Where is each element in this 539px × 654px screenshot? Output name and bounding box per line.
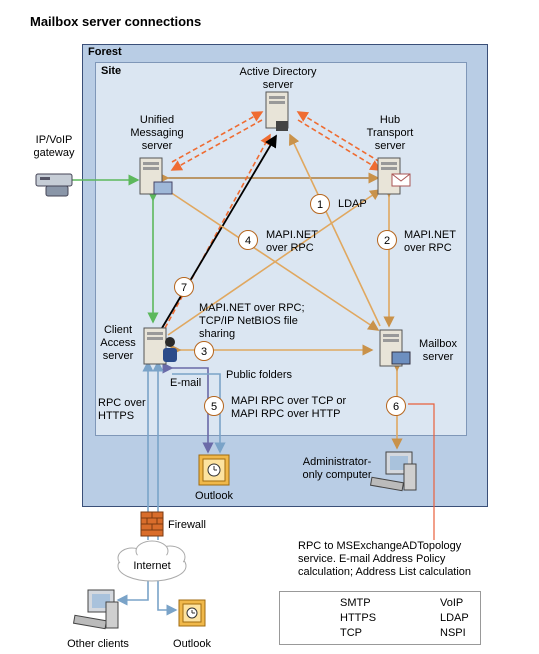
mapi-cas-hub	[167, 189, 382, 336]
legend-tcp: TCP	[340, 627, 362, 639]
mapi-um-mailbox	[169, 191, 380, 331]
public-folders-label: Public folders	[226, 369, 293, 381]
legend-box	[279, 591, 481, 645]
https-internet-outlook	[157, 580, 178, 616]
callout-3: 3	[194, 341, 214, 361]
legend-voip: VoIP	[440, 597, 464, 609]
active-directory-server-icon	[265, 91, 289, 131]
outlook-outside-label: Outlook	[173, 638, 211, 650]
https-cas-outlook	[172, 373, 226, 454]
callout-2: 2	[377, 230, 397, 250]
outlook-inside-icon	[198, 454, 230, 486]
legend-smtp: SMTP	[340, 597, 371, 609]
admin-computer-icon	[369, 451, 417, 492]
outlook-inside-label: Outlook	[195, 490, 233, 502]
client-access-server-icon	[143, 327, 177, 365]
other-clients-label: Other clients	[67, 638, 129, 650]
callout-1-text: LDAP	[338, 198, 367, 210]
legend-nspi: NSPI	[440, 627, 466, 639]
tcp-cas-outlook	[162, 362, 214, 454]
mailbox-server-icon	[379, 329, 411, 367]
outlook-outside-icon	[178, 599, 206, 627]
internet-cloud-icon	[117, 540, 187, 582]
callout-6: 6	[386, 396, 406, 416]
other-clients-computer-icon	[72, 589, 119, 630]
rpc-callout-line	[408, 403, 435, 540]
internet-label: Internet	[133, 560, 171, 572]
diagram-title: Mailbox server connections	[30, 14, 202, 29]
admin-computer-label: Administrator-only computer	[302, 456, 372, 481]
site-label: Site	[101, 65, 122, 77]
ldap-um-ad-b	[170, 119, 263, 171]
ldap-um-ad-a	[171, 111, 264, 163]
legend-ldap: LDAP	[440, 612, 469, 624]
callout-4: 4	[238, 230, 258, 250]
ldap-hub-ad-b	[297, 119, 382, 171]
ldap-hub-ad-a	[296, 111, 381, 163]
mapi-mailbox-ad	[289, 133, 381, 327]
legend-https: HTTPS	[340, 612, 377, 624]
callout-7: 7	[174, 277, 194, 297]
hub-transport-server-icon	[377, 157, 411, 195]
firewall-icon	[140, 511, 164, 537]
email-label: E-mail	[170, 377, 202, 389]
callout-5: 5	[204, 396, 224, 416]
callout-1: 1	[310, 194, 330, 214]
firewall-label: Firewall	[168, 519, 206, 531]
voip-gateway-icon	[35, 173, 73, 197]
https-internet-otherclients	[116, 580, 149, 606]
forest-label: Forest	[88, 46, 122, 58]
unified-messaging-server-icon	[139, 157, 173, 195]
